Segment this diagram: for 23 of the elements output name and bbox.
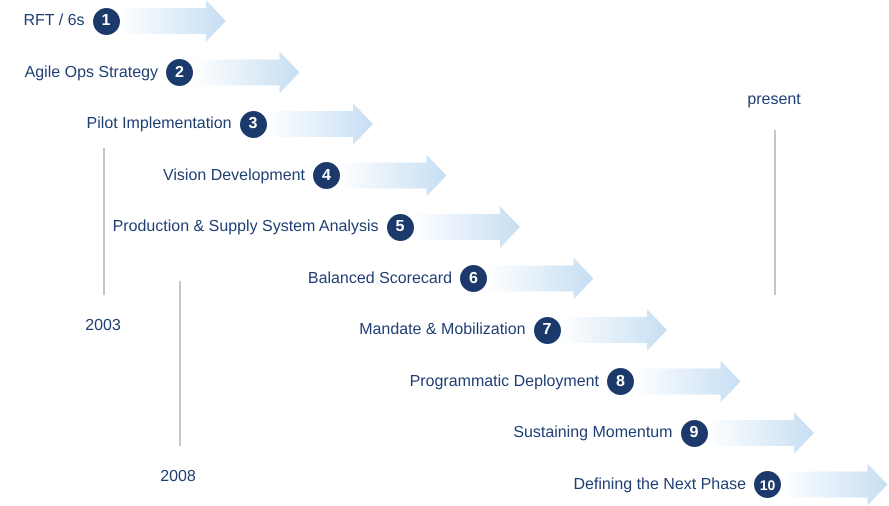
step-number-circle: 1 [92,8,120,34]
step-number-circle: 10 [754,471,781,498]
step-label: Mandate & Mobilization [359,321,526,339]
step-label: RFT / 6s [23,12,84,30]
timeline-year-label: 2003 [85,317,121,335]
step-label: Agile Ops Strategy [24,64,158,82]
step-number-circle: 7 [534,316,560,344]
step-number-circle: 8 [607,368,634,395]
step-label: Production & Supply System Analysis [112,218,378,236]
step-label: Balanced Scorecard [308,270,452,288]
step-label: Vision Development [162,166,305,184]
step-label: Programmatic Deployment [410,372,599,390]
timeline-year-label: present [747,91,801,109]
step-number-circle: 9 [680,420,708,446]
step-label: Sustaining Momentum [513,424,672,442]
step-number-circle: 2 [166,59,193,86]
step-label: Defining the Next Phase [573,476,746,494]
step-label: Pilot Implementation [86,115,232,133]
step-number-circle: 6 [460,265,487,292]
timeline-year-label: 2008 [160,468,196,486]
step-number-circle: 3 [240,110,266,138]
step-number-circle: 4 [313,162,340,189]
step-number-circle: 5 [386,214,414,240]
